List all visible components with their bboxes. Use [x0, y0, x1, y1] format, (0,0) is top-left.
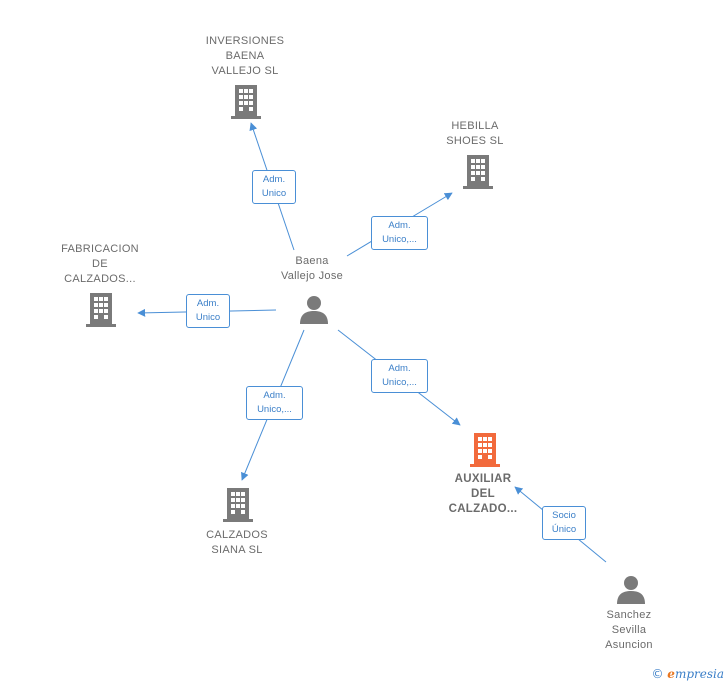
building-icon[interactable]	[86, 293, 116, 327]
node-label-fabricacion: FABRICACION DE CALZADOS...	[61, 243, 139, 285]
edge-label-to-calzados-siana[interactable]: Adm. Unico,...	[246, 386, 303, 420]
building-icon[interactable]	[231, 85, 261, 119]
empresia-logo[interactable]: © empresia	[651, 667, 724, 681]
edge-label-to-inversiones[interactable]: Adm. Unico	[252, 170, 296, 204]
brand-e: e	[667, 667, 675, 681]
building-icon[interactable]	[463, 155, 493, 189]
node-label-hebilla: HEBILLA SHOES SL	[446, 120, 504, 147]
node-label-baena: Baena Vallejo Jose	[280, 255, 344, 282]
person-icon[interactable]	[299, 294, 329, 324]
building-icon[interactable]	[470, 433, 500, 467]
edge-label-sanchez-to-auxiliar[interactable]: Socio Único	[542, 506, 586, 540]
copyright-symbol: ©	[651, 667, 664, 681]
edge-label-to-auxiliar[interactable]: Adm. Unico,...	[371, 359, 428, 393]
brand-name: mpresia	[674, 667, 724, 681]
node-label-sanchez: Sanchez Sevilla Asuncion	[605, 609, 653, 651]
edge-label-to-fabricacion[interactable]: Adm. Unico	[186, 294, 230, 328]
node-label-inversiones: INVERSIONES BAENA VALLEJO SL	[205, 35, 285, 77]
building-icon[interactable]	[223, 488, 253, 522]
edge-label-to-hebilla[interactable]: Adm. Unico,...	[371, 216, 428, 250]
node-label-auxiliar: AUXILIAR DEL CALZADO...	[448, 473, 518, 515]
node-label-calzados-siana: CALZADOS SIANA SL	[206, 529, 268, 556]
person-icon[interactable]	[616, 574, 646, 604]
